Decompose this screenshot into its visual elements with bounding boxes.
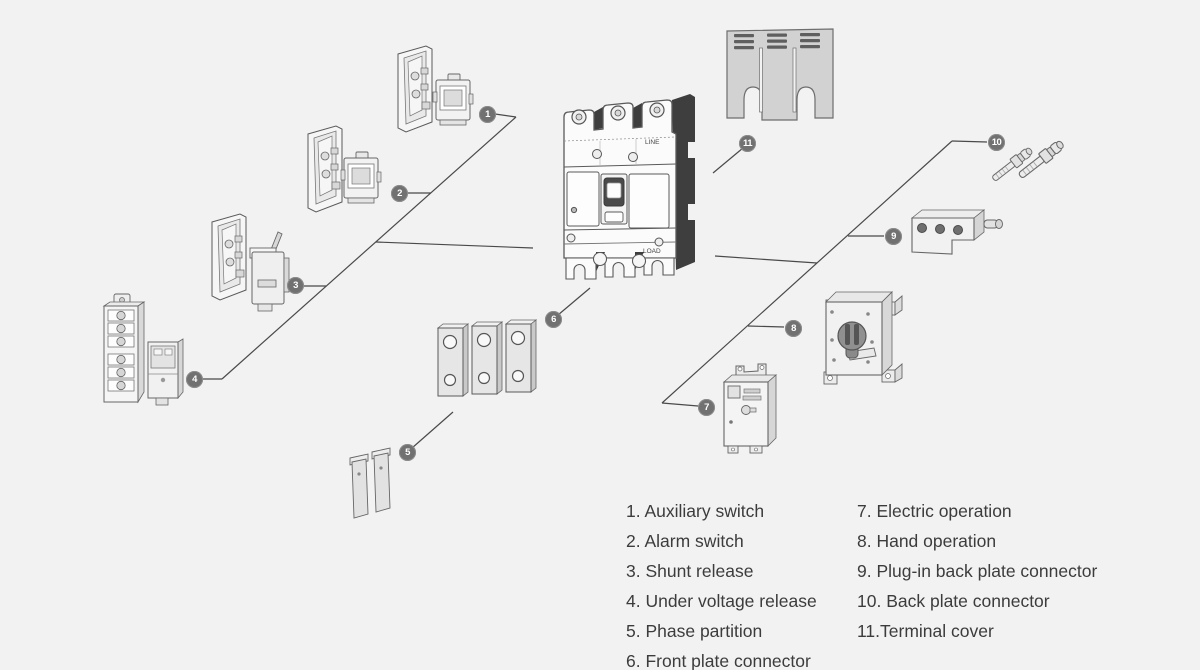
legend-column-2: 7. Electric operation 8. Hand operation … <box>857 496 1097 646</box>
terminal-cover-drawing <box>726 28 834 121</box>
callout-6: 6 <box>545 311 562 328</box>
load-label: LOAD <box>643 248 661 255</box>
callout-4: 4 <box>186 371 203 388</box>
legend-item-1: 1. Auxiliary switch <box>626 501 765 521</box>
circuit-breaker-drawing: LINE LOAD <box>563 94 697 280</box>
legend-item-7: 7. Electric operation <box>857 501 1012 521</box>
front-plate-connector-drawing <box>437 319 537 397</box>
callout-5: 5 <box>399 444 416 461</box>
phase-partition-drawing <box>349 447 391 519</box>
legend-item-2: 2. Alarm switch <box>626 531 744 551</box>
legend-item-5: 5. Phase partition <box>626 621 763 641</box>
electric-operation-drawing <box>722 363 778 454</box>
legend-item-11: 11.Terminal cover <box>857 621 994 641</box>
callout-1: 1 <box>479 106 496 123</box>
legend-item-9: 9. Plug-in back plate connector <box>857 561 1098 581</box>
callout-2: 2 <box>391 185 408 202</box>
legend-item-6: 6. Front plate connector <box>626 651 811 670</box>
legend-column-1: 1. Auxiliary switch 2. Alarm switch 3. S… <box>626 496 817 670</box>
leader-lines <box>203 113 988 449</box>
legend-item-8: 8. Hand operation <box>857 531 997 551</box>
legend-item-3: 3. Shunt release <box>626 561 754 581</box>
under-voltage-release-drawing <box>102 293 184 406</box>
hand-operation-drawing <box>823 291 903 385</box>
legend-item-10: 10. Back plate connector <box>857 591 1050 611</box>
shunt-release-drawing <box>211 213 290 312</box>
auxiliary-switch-drawing <box>397 45 474 133</box>
callout-7: 7 <box>698 399 715 416</box>
terminal-cover-vents <box>734 33 820 50</box>
callout-11: 11 <box>739 135 756 152</box>
legend-item-4: 4. Under voltage release <box>626 591 817 611</box>
callout-3: 3 <box>287 277 304 294</box>
callout-10: 10 <box>988 134 1005 151</box>
plug-in-back-plate-connector-drawing <box>910 209 1003 255</box>
callout-9: 9 <box>885 228 902 245</box>
line-label: LINE <box>645 139 660 146</box>
alarm-switch-drawing <box>307 125 382 213</box>
callout-8: 8 <box>785 320 802 337</box>
